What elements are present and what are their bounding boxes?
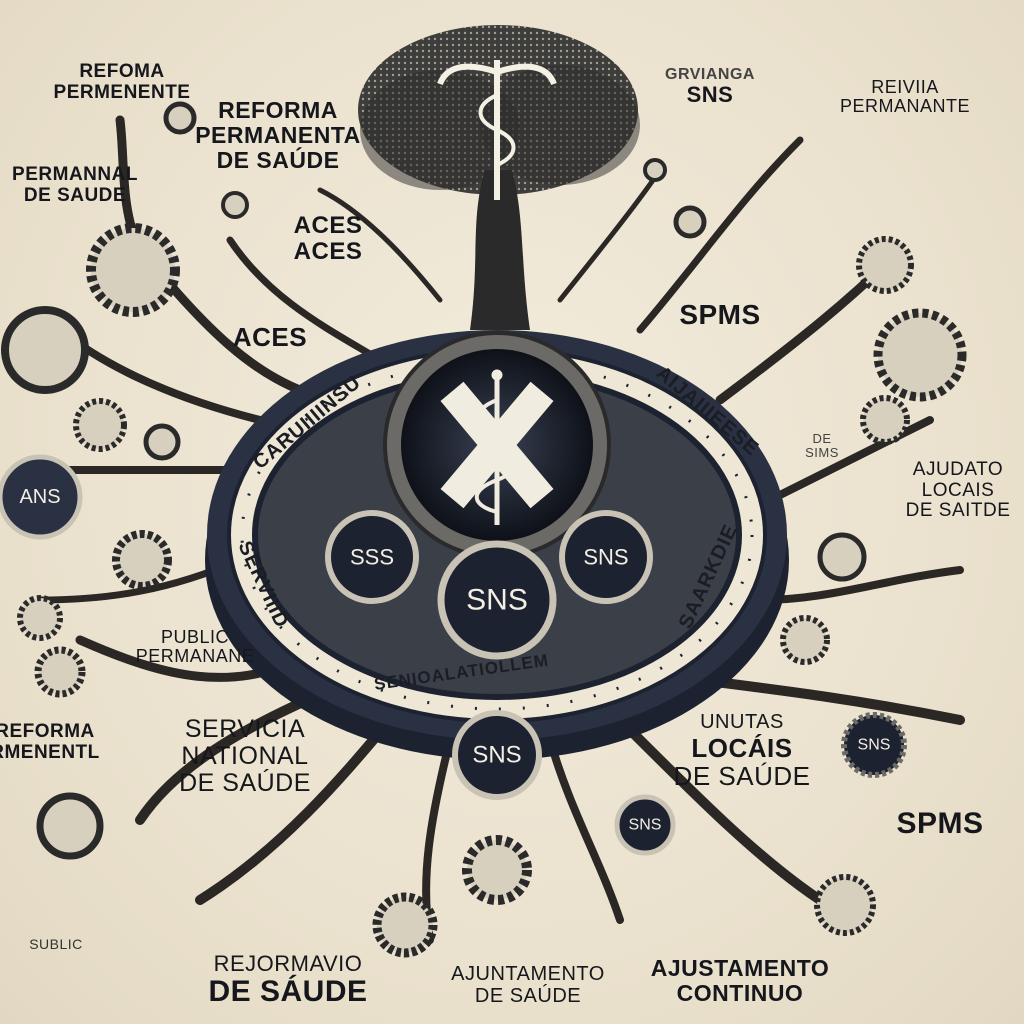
gear-icon [17, 595, 63, 641]
label-line: DE [812, 431, 832, 446]
sns-badges [0, 454, 907, 856]
label-line: AJUNTAMENTO [451, 963, 605, 985]
tree-branches [16, 115, 965, 944]
label-aces: ACES [232, 322, 308, 352]
label-line: LOCAIS [921, 479, 995, 501]
label-line: DE SAUDE [23, 184, 127, 206]
tree-trunk [470, 170, 530, 330]
badge-sss-left: SSS [350, 545, 394, 570]
gear-icon [673, 205, 707, 239]
label-line: GRVIANGA [665, 66, 755, 83]
label-line: ACES [293, 212, 363, 239]
label-line: UNUTAS [700, 711, 784, 733]
label-line: PERMANANTE [839, 96, 971, 117]
badge-ans: ANS [19, 486, 60, 508]
label-line: DE SAÚDE [179, 769, 311, 797]
label-line: REJORMAVIO [213, 951, 363, 976]
label-line: NATIONAL [181, 742, 309, 770]
label-line: DE SAÚDE [673, 760, 811, 791]
gear-icon [814, 874, 876, 936]
label-line: SIMS [805, 445, 839, 461]
gear-icon [856, 236, 914, 294]
label-line: PERMANANE [135, 646, 255, 667]
gear-icon [221, 191, 249, 219]
label-line: REFOMA [79, 61, 165, 82]
badge-sns-right: SNS [583, 545, 628, 570]
label-spms-top: SPMS [679, 299, 761, 330]
label-line: REFORMA [0, 721, 95, 742]
label-line: PERMANENTA [195, 121, 361, 148]
gear-icon [143, 423, 181, 461]
gear-icon [372, 892, 438, 958]
label-line: ACES [293, 237, 363, 265]
label-line: PERMENENTE [53, 81, 191, 103]
label-line: DE SAITDE [905, 500, 1011, 522]
badge-sns-center: SNS [466, 584, 528, 617]
gear-icon [34, 646, 86, 698]
gear-icon [73, 398, 127, 452]
gear-icon [86, 223, 180, 317]
label-line: PUBLIC [160, 627, 230, 647]
label-line: AJUDATO [912, 459, 1004, 480]
label-line: REIVIIA [871, 77, 939, 97]
label-line: RMENENTL [0, 741, 100, 763]
badge-sns-below: SNS [472, 742, 521, 769]
label-line: REFORMA [218, 97, 338, 123]
label-line: DE SAÚDE [216, 146, 340, 173]
badge-sns-far-right: SNS [858, 737, 891, 754]
label-line: SERVICIA [184, 715, 306, 743]
label-line: CONTINUO [676, 979, 804, 1006]
gear-icon [163, 101, 197, 135]
label-line: DE SÁUDE [208, 974, 368, 1008]
gear-icon [112, 530, 172, 590]
gear-icon [1, 306, 89, 394]
caduceus-icon [437, 60, 557, 200]
label-line: LOCÁIS [691, 732, 793, 763]
badge-sns-lower-right: SNS [629, 817, 662, 834]
caduceus-icon [475, 369, 519, 525]
gear-icon [36, 792, 104, 860]
label-sublic: SUBLIC [29, 936, 83, 952]
gear-icon [462, 835, 532, 905]
gear-icon [817, 532, 867, 582]
label-spms-bottom: SPMS [896, 807, 984, 840]
label-line: DE SAÚDE [474, 984, 582, 1007]
label-line: SNS [686, 82, 734, 108]
center-emblem [383, 331, 611, 559]
label-line: PERMANNAL [12, 164, 138, 185]
gear-icons [1, 101, 967, 958]
gear-icon [780, 615, 830, 665]
gear-icon [860, 395, 910, 445]
label-line: AJUSTAMENTO [650, 955, 830, 981]
gear-icon [643, 158, 667, 182]
gear-icon [873, 308, 967, 402]
